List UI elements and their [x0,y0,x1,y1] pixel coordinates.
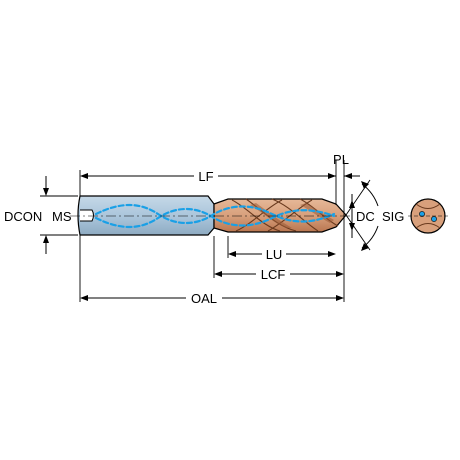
label-dc: DC [356,209,375,224]
end-view [408,198,448,234]
label-dcon: DCON [4,209,42,224]
end-view-lip-2 [415,223,441,229]
end-view-lip-1 [415,203,441,209]
label-ms: MS [52,209,72,224]
label-pl: PL [333,152,349,167]
dimension-sig [361,181,379,251]
dimension-dcon [43,176,49,254]
label-oal: OAL [191,291,217,306]
drill-tool [70,195,352,236]
coolant-hole-1 [419,211,425,217]
coolant-channels [94,204,336,228]
label-lf: LF [198,169,213,184]
dimension-dc [349,194,355,238]
label-sig: SIG [382,209,404,224]
dimension-pl [322,173,360,179]
label-lu: LU [266,247,283,262]
label-lcf: LCF [261,267,286,282]
coolant-hole-2 [431,216,437,222]
shank-end-slot [80,209,94,222]
shank [77,195,215,236]
